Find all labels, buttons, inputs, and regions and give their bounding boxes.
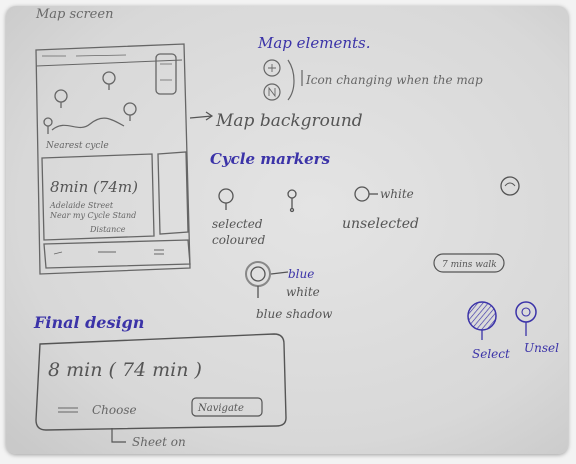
cycle-markers-title: Cycle markers: [210, 150, 331, 168]
map-controls-sketch: [155, 53, 177, 95]
select-label: Select: [472, 347, 510, 361]
walk-pill: [433, 253, 505, 273]
navigate-button-sketch: [191, 397, 263, 417]
final-card-outline: [35, 333, 287, 431]
coloured-label: coloured: [212, 233, 266, 247]
walk-pill-label: 7 mins walk: [442, 260, 497, 270]
white-label-2: white: [286, 285, 320, 299]
arrow-line: [189, 115, 213, 119]
top-scribble: Map screen: [35, 7, 113, 22]
sketch-photo: Map screen Nearest cycle 8min (74m) Adel…: [6, 6, 568, 454]
arrow-head: [205, 111, 214, 121]
phone-line2: Near my Cycle Stand: [49, 211, 136, 220]
paper-background: [6, 6, 568, 454]
map-background-label: Map background: [215, 111, 363, 131]
final-card-choose: Choose: [92, 403, 137, 417]
unsel-label: Unsel: [524, 341, 559, 355]
final-card-navigate: Navigate: [197, 403, 244, 414]
bottom-scribble: Sheet on: [132, 435, 186, 449]
unselected-label: unselected: [342, 216, 419, 232]
sketch-canvas: Map screen Nearest cycle 8min (74m) Adel…: [6, 6, 568, 454]
bottom-arrow: [111, 428, 126, 443]
ink-markers: [467, 301, 537, 340]
blue-label: blue: [288, 267, 314, 281]
cycle-marker-sketches: [218, 176, 520, 213]
cycle-badge-marker: [500, 176, 520, 196]
final-card-duration: 8 min ( 74 min ): [48, 359, 202, 381]
north-icon: [263, 83, 281, 101]
final-card-dash: [58, 407, 78, 413]
white-label: white: [380, 187, 414, 201]
final-design-title: Final design: [33, 313, 144, 332]
selected-ink-marker: [467, 301, 497, 331]
phone-outline: [35, 43, 191, 275]
phone-line1: Adelaide Street: [49, 201, 114, 210]
phone-wireframe: [35, 43, 191, 275]
phone-info-card: [41, 153, 155, 241]
shadow-marker-sketch: [245, 261, 289, 298]
selected-label: selected: [212, 217, 263, 231]
phone-caption: Nearest cycle: [45, 141, 109, 151]
phone-bottom-bar: [43, 239, 191, 269]
map-elements-title: Map elements.: [257, 34, 370, 52]
map-note: Icon changing when the map: [305, 73, 483, 87]
phone-line3: Distance: [89, 225, 126, 234]
phone-duration: 8min (74m): [50, 178, 138, 196]
map-element-icons: [263, 59, 303, 101]
blue-shadow-label: blue shadow: [256, 307, 333, 321]
locate-icon: [263, 59, 281, 77]
